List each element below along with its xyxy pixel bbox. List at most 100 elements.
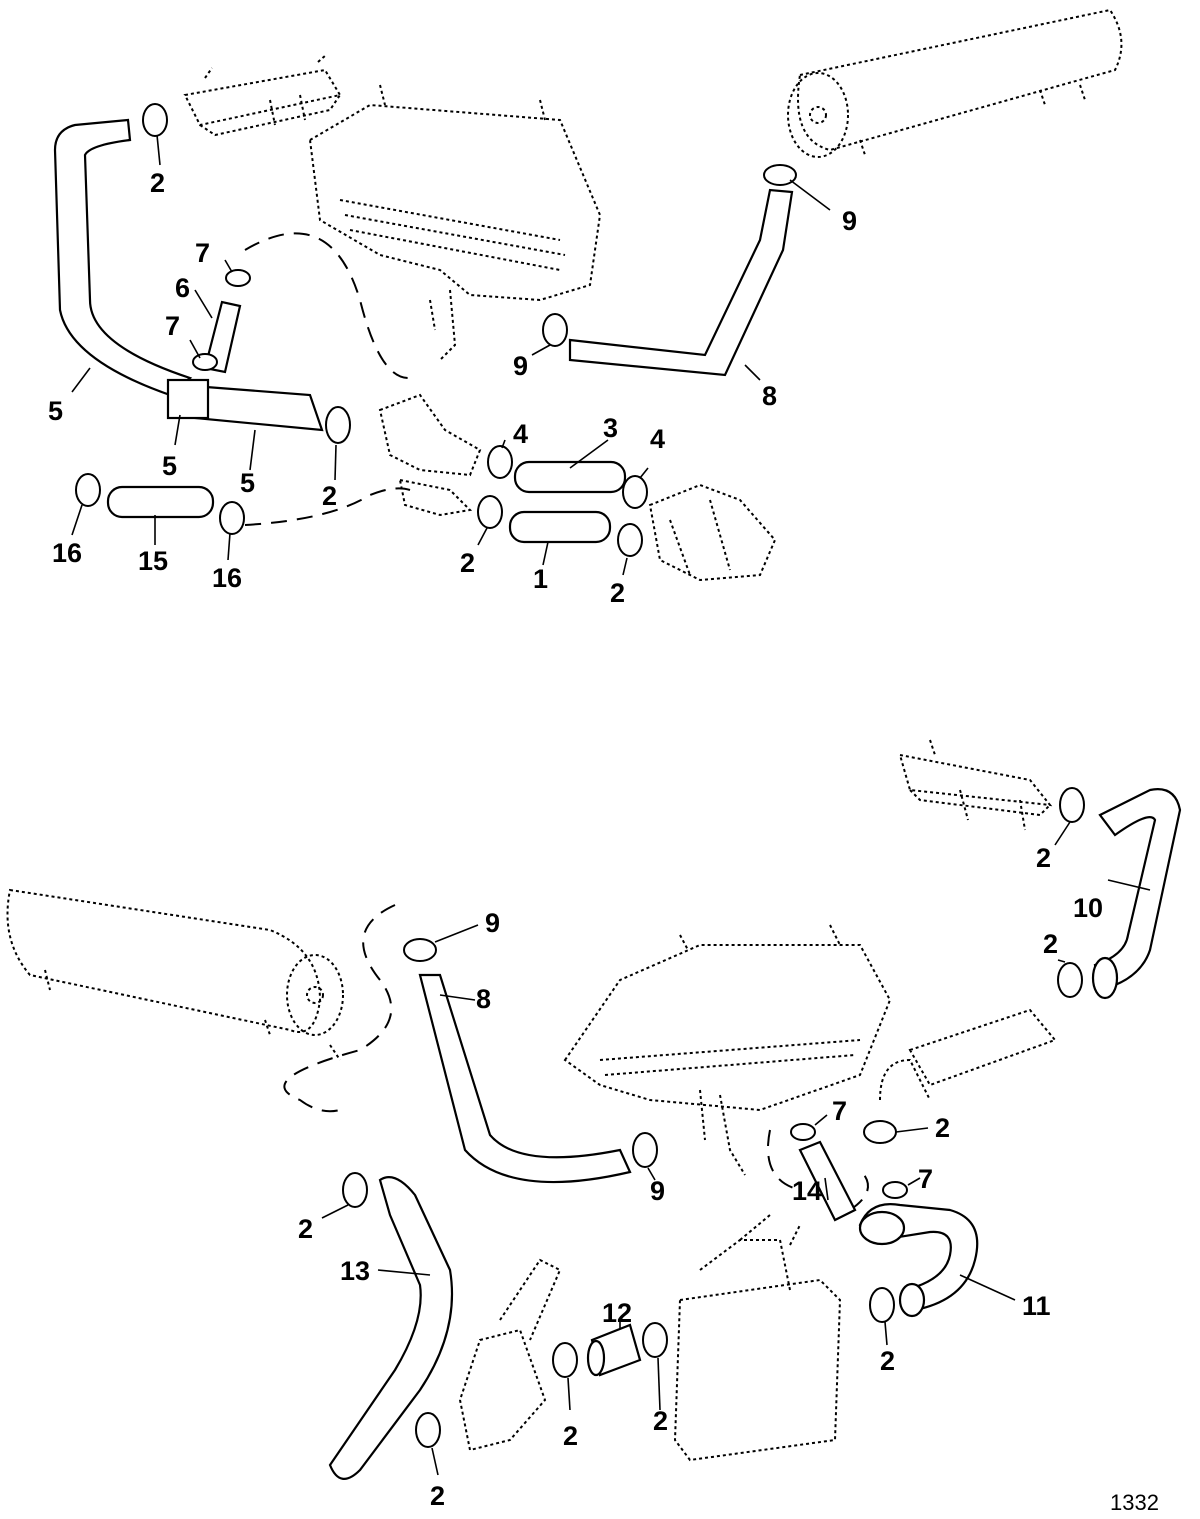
- bottom-thermostat-housing: [458, 1258, 562, 1452]
- top-thermostat-housing: [378, 393, 482, 517]
- top-left-cooler: [183, 54, 342, 137]
- callout-2: 2: [460, 548, 475, 578]
- bottom-leaders: [321, 821, 1151, 1476]
- callout-8: 8: [762, 381, 777, 411]
- hose-5-upper: [53, 118, 193, 397]
- bottom-elbow: [879, 1058, 931, 1101]
- callout-2: 2: [430, 1481, 445, 1511]
- clamp-icon: [863, 1120, 897, 1144]
- hose-6: [203, 300, 242, 374]
- clamp-icon: [75, 473, 101, 507]
- callout-10: 10: [1073, 893, 1103, 923]
- hose-3: [513, 460, 627, 494]
- bottom-crossover-pipe: [908, 1008, 1057, 1087]
- clamp-icon: [225, 269, 251, 287]
- callout-5: 5: [162, 451, 177, 481]
- callout-2: 2: [150, 168, 165, 198]
- callout-5: 5: [48, 396, 63, 426]
- clamp-icon: [763, 164, 797, 186]
- callout-2: 2: [610, 578, 625, 608]
- clamp-icon: [632, 1132, 658, 1168]
- clamp-icon: [477, 495, 503, 529]
- bottom-engine-block: [563, 924, 892, 1176]
- callout-2: 2: [322, 481, 337, 511]
- hose-8-bottom: [418, 973, 632, 1184]
- bottom-callouts: 2 10 2 9 8 7 2 7 2 9 14 11 12 13 2 2 2 2: [298, 843, 1103, 1511]
- callout-7: 7: [195, 238, 210, 268]
- tee-fitting: [166, 378, 210, 420]
- hose-1: [508, 510, 612, 544]
- callout-12: 12: [602, 1298, 632, 1328]
- hose-15: [106, 485, 215, 519]
- callout-7: 7: [832, 1096, 847, 1126]
- bottom-left-exchanger: [6, 888, 344, 1061]
- callout-16: 16: [212, 563, 242, 593]
- callout-2: 2: [1043, 929, 1058, 959]
- clamp-icon: [142, 103, 168, 137]
- top-engine-block: [308, 84, 602, 361]
- callout-13: 13: [340, 1256, 370, 1286]
- bottom-module: [673, 1214, 842, 1462]
- clamp-icon: [622, 475, 648, 509]
- clamp-icon: [415, 1412, 441, 1448]
- bottom-routing-line-1: [283, 904, 396, 1113]
- clamp-icon: [325, 406, 351, 444]
- clamp-icon: [642, 1322, 668, 1358]
- hose-11-fitting: [858, 1210, 906, 1246]
- clamp-icon: [487, 445, 513, 479]
- clamp-icon: [1057, 962, 1083, 998]
- clamp-icon: [617, 523, 643, 557]
- callout-2: 2: [563, 1421, 578, 1451]
- callout-2: 2: [653, 1406, 668, 1436]
- clamp-icon: [869, 1287, 895, 1323]
- hose-11-end: [898, 1282, 926, 1318]
- callout-9: 9: [650, 1176, 665, 1206]
- top-assembly: 2 9 7 6 7 5 5 5 8 9 4 3 4 2 16 15 16 2 1…: [48, 8, 1123, 608]
- callout-9: 9: [842, 206, 857, 236]
- bottom-clamps: [342, 787, 1085, 1448]
- hose-13: [328, 1176, 454, 1480]
- clamp-icon: [552, 1342, 578, 1378]
- callout-4: 4: [650, 424, 665, 454]
- top-routing-line-1: [244, 232, 411, 380]
- clamp-icon: [192, 353, 218, 371]
- bottom-right-cooler: [898, 739, 1053, 831]
- clamp-icon: [882, 1181, 908, 1199]
- callout-7: 7: [165, 311, 180, 341]
- clamp-icon: [542, 313, 568, 347]
- callout-8: 8: [476, 984, 491, 1014]
- callout-2: 2: [1036, 843, 1051, 873]
- callout-9: 9: [485, 908, 500, 938]
- clamp-icon: [342, 1172, 368, 1208]
- clamp-icon: [1059, 787, 1085, 823]
- callout-2: 2: [298, 1214, 313, 1244]
- clamp-icon: [219, 501, 245, 535]
- top-clamps: [75, 103, 797, 557]
- bottom-assembly: 2 10 2 9 8 7 2 7 2 9 14 11 12 13 2 2 2 2: [6, 739, 1182, 1511]
- clamp-icon: [790, 1123, 816, 1141]
- callout-6: 6: [175, 273, 190, 303]
- callout-5: 5: [240, 468, 255, 498]
- top-raw-water-pump: [648, 483, 777, 582]
- top-callouts: 2 9 7 6 7 5 5 5 8 9 4 3 4 2 16 15 16 2 1…: [48, 168, 857, 608]
- bottom-routing-line-2: [767, 1129, 801, 1191]
- callout-4: 4: [513, 419, 528, 449]
- callout-7: 7: [918, 1164, 933, 1194]
- callout-14: 14: [792, 1176, 822, 1206]
- clamp-icon: [403, 938, 437, 962]
- callout-2: 2: [935, 1113, 950, 1143]
- callout-11: 11: [1022, 1291, 1051, 1321]
- figure-number: 1332: [1110, 1490, 1159, 1515]
- hose-14: [798, 1140, 857, 1222]
- top-routing-line-2: [244, 487, 411, 526]
- hose-8-top: [568, 188, 794, 377]
- hose-10-end: [1091, 956, 1119, 1000]
- callout-1: 1: [533, 564, 548, 594]
- top-leaders: [71, 134, 831, 576]
- callout-2: 2: [880, 1346, 895, 1376]
- callout-16: 16: [52, 538, 82, 568]
- top-right-exchanger: [787, 8, 1123, 158]
- callout-9: 9: [513, 351, 528, 381]
